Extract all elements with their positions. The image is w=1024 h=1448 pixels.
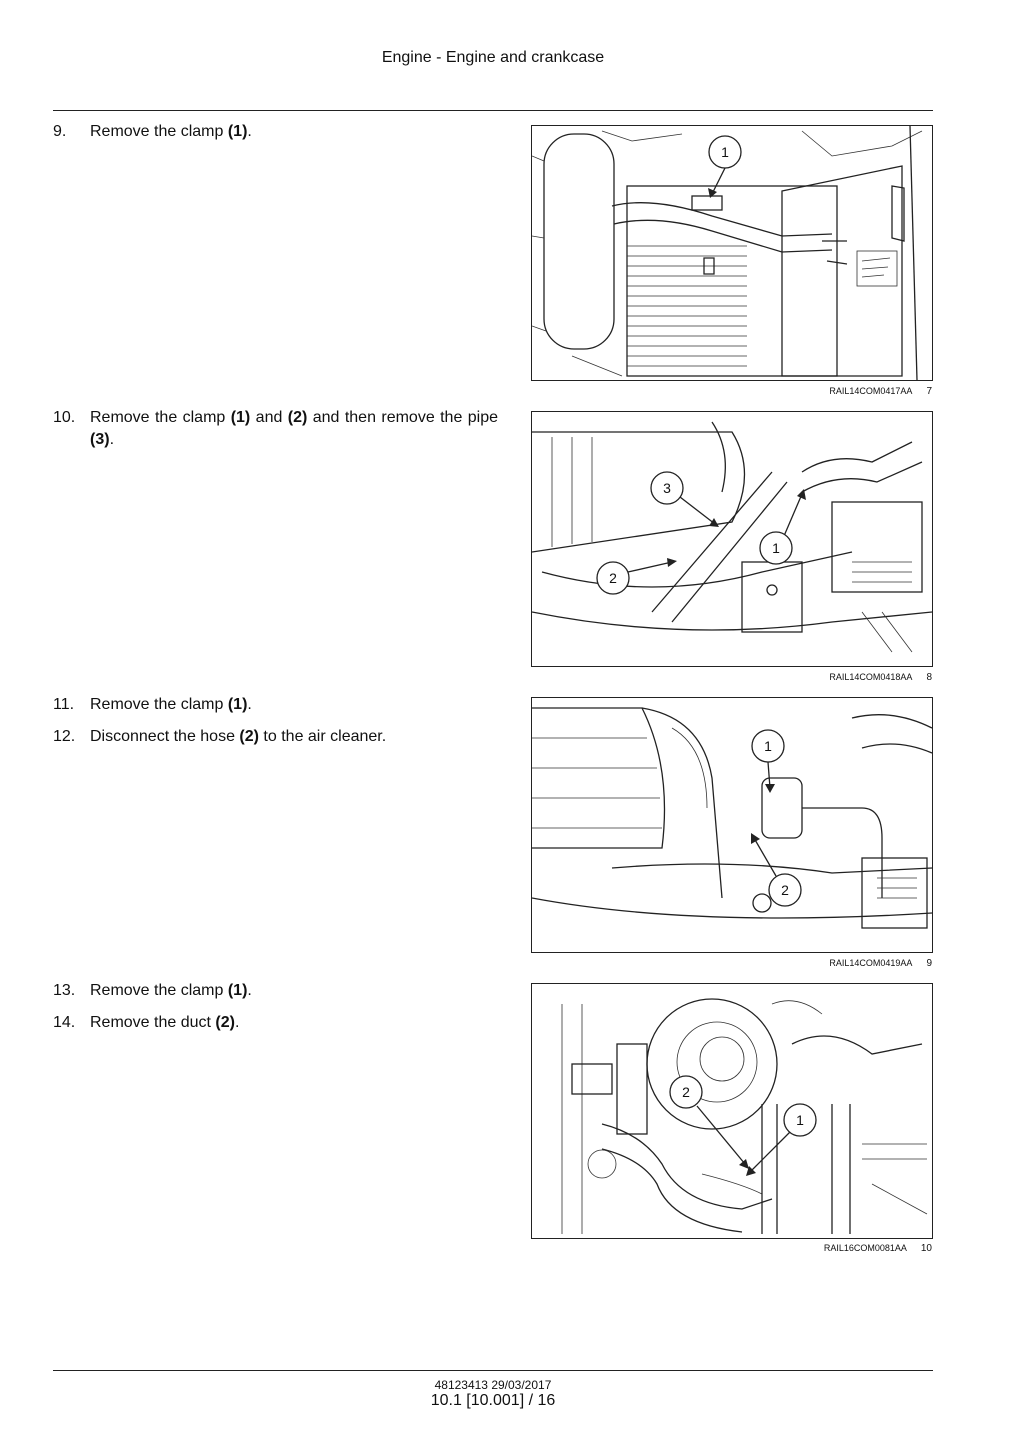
callout-1: 1 (746, 1103, 817, 1176)
svg-text:1: 1 (796, 1112, 804, 1128)
step-number: 14. (53, 1014, 76, 1031)
step-11: 11. Remove the clamp (1). (53, 694, 498, 716)
svg-text:2: 2 (682, 1084, 690, 1100)
footer-doc-code: 48123413 29/03/2017 (434, 1378, 552, 1392)
step-text: Remove the clamp (1). (90, 696, 252, 713)
figure-8: 3 1 2 (531, 411, 933, 667)
figure-9: 1 2 (531, 697, 933, 953)
step-10: 10. Remove the clamp (1) and (2) and the… (53, 407, 498, 451)
figure-10-caption: RAIL16COM0081AA 10 (700, 1243, 932, 1254)
step-text: Remove the clamp (1). (90, 982, 252, 999)
figure-number: 10 (920, 1243, 932, 1254)
svg-text:1: 1 (772, 540, 780, 556)
step-14: 14. Remove the duct (2). (53, 1012, 498, 1034)
callout-1: 1 (751, 729, 785, 793)
callout-2: 2 (751, 833, 802, 907)
svg-text:2: 2 (781, 882, 789, 898)
figure-number: 9 (926, 958, 932, 969)
step-number: 12. (53, 728, 76, 745)
step-text: Remove the duct (2). (90, 1014, 240, 1031)
svg-text:2: 2 (609, 570, 617, 586)
svg-text:1: 1 (764, 738, 772, 754)
svg-text:1: 1 (721, 144, 729, 160)
step-number: 9. (53, 123, 67, 140)
figure-ref: RAIL14COM0419AA (829, 958, 913, 968)
figure-ref: RAIL14COM0418AA (829, 672, 913, 682)
step-12: 12. Disconnect the hose (2) to the air c… (53, 726, 498, 748)
figure-number: 8 (926, 672, 932, 683)
header-rule (53, 110, 933, 111)
figure-9-caption: RAIL14COM0419AA 9 (700, 958, 932, 969)
step-text: Remove the clamp (1). (90, 123, 252, 140)
step-number: 10. (53, 409, 76, 426)
figure-ref: RAIL16COM0081AA (823, 1243, 907, 1253)
svg-text:3: 3 (663, 480, 671, 496)
page-header: Engine - Engine and crankcase (381, 49, 605, 66)
figure-7-caption: RAIL14COM0417AA 7 (700, 386, 932, 397)
figure-number: 7 (926, 386, 932, 397)
figure-ref: RAIL14COM0417AA (829, 386, 913, 396)
step-13: 13. Remove the clamp (1). (53, 980, 498, 1002)
step-text: Remove the clamp (1) and (2) and then re… (90, 409, 498, 448)
figure-7: 1 (531, 125, 933, 381)
callout-2: 2 (669, 1075, 749, 1169)
step-text: Disconnect the hose (2) to the air clean… (90, 728, 387, 745)
callout-1: 1 (708, 135, 742, 198)
callout-3: 3 (650, 471, 719, 527)
step-number: 13. (53, 982, 76, 999)
footer-page-number: 10.1 [10.001] / 16 (430, 1392, 556, 1409)
figure-10: 2 1 (531, 983, 933, 1239)
callout-2: 2 (596, 558, 677, 595)
step-number: 11. (53, 696, 75, 713)
callout-1: 1 (759, 489, 806, 565)
footer-rule (53, 1370, 933, 1371)
figure-8-caption: RAIL14COM0418AA 8 (700, 672, 932, 683)
step-9: 9. Remove the clamp (1). (53, 121, 498, 143)
